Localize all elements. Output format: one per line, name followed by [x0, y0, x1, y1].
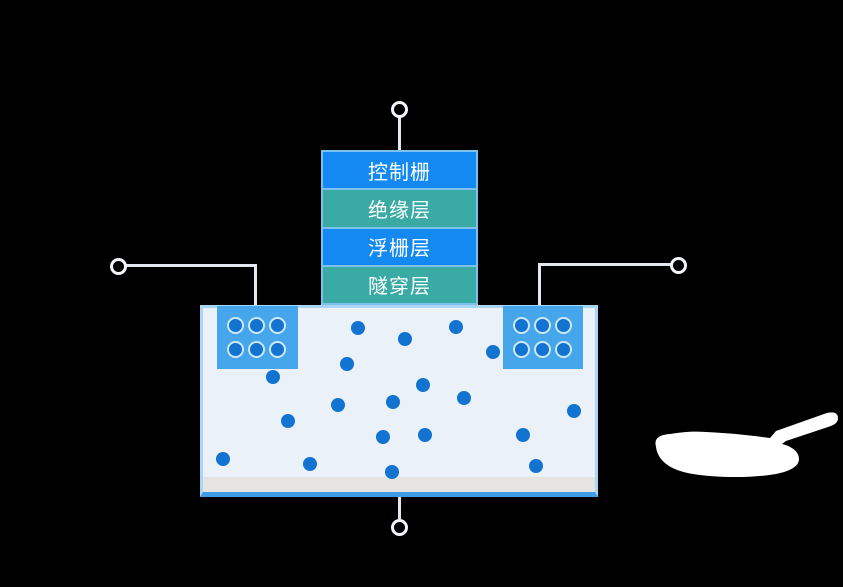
- contact-electron-dot: [513, 317, 530, 334]
- electron-dot: [486, 345, 500, 359]
- electron-dot: [340, 357, 354, 371]
- contact-electron-dot: [555, 341, 572, 358]
- control-gate-wire: [398, 117, 401, 150]
- drain-wire-vertical: [538, 263, 541, 306]
- layer-control-gate-label: 控制栅: [368, 161, 431, 184]
- layer-floating-gate: 浮栅层: [323, 228, 476, 265]
- layer-insulation-label: 绝缘层: [368, 199, 431, 222]
- layer-tunnel: 隧穿层: [323, 266, 476, 303]
- body-wire: [398, 497, 401, 519]
- white-scribble-annotation: [655, 412, 838, 477]
- body-terminal-circle: [390, 518, 408, 536]
- drain-region: [503, 306, 583, 369]
- electron-dot: [449, 320, 463, 334]
- source-wire-horizontal: [126, 264, 257, 267]
- contact-electron-dot: [227, 341, 244, 358]
- electron-dot: [303, 457, 317, 471]
- electron-dot: [376, 430, 390, 444]
- electron-dot: [398, 332, 412, 346]
- electron-dot: [416, 378, 430, 392]
- contact-electron-dot: [534, 317, 551, 334]
- contact-electron-dot: [269, 341, 286, 358]
- electron-dot: [331, 398, 345, 412]
- layer-control-gate: 控制栅: [323, 152, 476, 189]
- electron-dot: [351, 321, 365, 335]
- electron-dot: [457, 391, 471, 405]
- electron-dot: [418, 428, 432, 442]
- electron-dot: [216, 452, 230, 466]
- drain-terminal-circle: [669, 256, 687, 274]
- layer-insulation: 绝缘层: [323, 190, 476, 227]
- contact-electron-dot: [534, 341, 551, 358]
- source-region: [217, 306, 298, 369]
- contact-electron-dot: [555, 317, 572, 334]
- electron-dot: [386, 395, 400, 409]
- substrate-bottom-strip: [203, 477, 595, 492]
- electron-dot: [516, 428, 530, 442]
- electron-dot: [567, 404, 581, 418]
- contact-electron-dot: [248, 317, 265, 334]
- electron-dot: [266, 370, 280, 384]
- electron-dot: [529, 459, 543, 473]
- contact-electron-dot: [269, 317, 286, 334]
- source-wire-vertical: [254, 264, 257, 306]
- layer-floating-gate-label: 浮栅层: [368, 238, 431, 261]
- layer-tunnel-label: 隧穿层: [368, 276, 431, 299]
- source-terminal-circle: [109, 257, 127, 275]
- contact-electron-dot: [227, 317, 244, 334]
- contact-electron-dot: [513, 341, 530, 358]
- contact-electron-dot: [248, 341, 265, 358]
- electron-dot: [281, 414, 295, 428]
- gate-stack: 控制栅 绝缘层 浮栅层 隧穿层: [321, 150, 478, 305]
- control-gate-terminal-circle: [390, 100, 408, 118]
- drain-wire-horizontal: [540, 263, 671, 266]
- electron-dot: [385, 465, 399, 479]
